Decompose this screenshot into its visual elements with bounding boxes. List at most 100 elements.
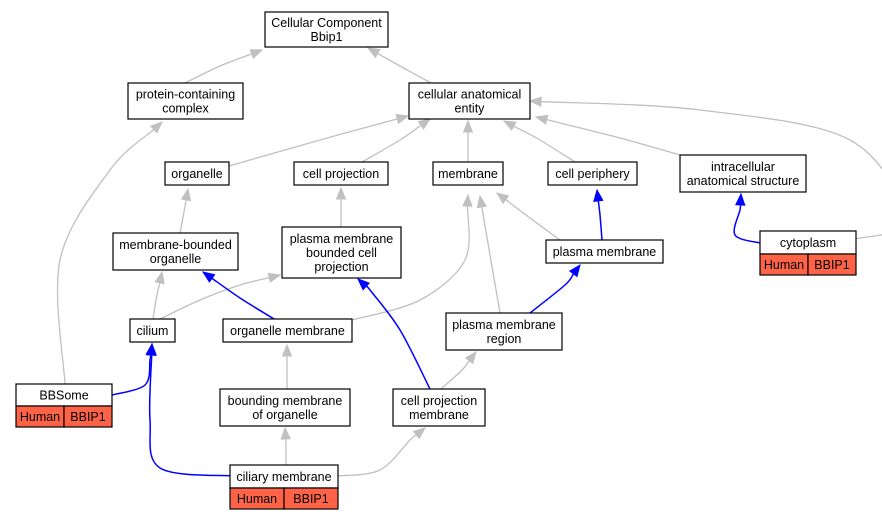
node-label-line: cytoplasm	[780, 236, 836, 250]
node-label-line: membrane	[438, 167, 498, 181]
node-label-line: cellular anatomical	[418, 88, 522, 102]
arrowhead-ciliary_membrane-to-cpm	[412, 427, 427, 440]
arrowhead-ciliary_membrane-to-bmo	[280, 426, 291, 440]
arrowhead-cpm-to-pmbcp	[357, 278, 371, 291]
arrowhead-bbsome-to-protein_complex	[149, 121, 163, 134]
node-box	[392, 388, 486, 427]
node-cell-projection[interactable]: cell projection	[293, 161, 389, 186]
node-label-line: bounded cell	[306, 246, 377, 260]
node-organelle[interactable]: organelle	[164, 161, 230, 186]
arrowhead-membrane-to-cae	[462, 119, 474, 133]
node-label-line: cell projection	[303, 167, 379, 181]
edge-organelle_membrane-to-mbo	[211, 277, 275, 320]
node-label-line: bounding membrane	[228, 394, 343, 408]
node-bbsome[interactable]: BBSome	[15, 383, 113, 407]
edge-pmr-to-plasma_membrane	[529, 273, 575, 314]
annotation-tag: Human BBIP1	[15, 405, 113, 428]
node-box	[129, 318, 176, 343]
annotation-species-label: Human	[20, 410, 60, 424]
edge-plasma_membrane-to-cell_periphery	[597, 200, 603, 241]
node-box	[281, 226, 402, 279]
node-box	[445, 312, 563, 351]
arrowhead-plasma_membrane-to-cell_periphery	[593, 188, 604, 203]
node-organelle-membrane[interactable]: organelle membrane	[222, 318, 353, 343]
edge-plasma_membrane-to-membrane	[505, 199, 561, 241]
arrowhead-organelle_membrane-to-membrane	[462, 193, 473, 207]
node-cytoplasm[interactable]: cytoplasm	[759, 230, 857, 255]
node-box	[432, 161, 504, 186]
edge-mbo-to-organelle	[179, 199, 187, 234]
arrowhead-cytoplasm-to-ias	[735, 192, 746, 206]
node-label-line: organelle membrane	[230, 324, 345, 338]
edge-cell_periphery-to-cae	[513, 125, 576, 163]
node-box	[408, 82, 531, 120]
node-label-line: plasma membrane	[553, 245, 657, 259]
node-label-line: plasma membrane	[290, 232, 394, 246]
arrowhead-pmr-to-plasma_membrane	[568, 263, 581, 278]
arrowhead-cell_periphery-to-cae	[502, 120, 517, 132]
node-label-line: intracellular	[711, 160, 775, 174]
node-label-line: organelle	[150, 252, 201, 266]
annotation-gene-label: BBIP1	[814, 258, 849, 272]
annotation-gene-label: BBIP1	[293, 492, 328, 506]
node-ciliary-membrane[interactable]: ciliary membrane	[229, 464, 339, 489]
edges-layer	[56, 47, 882, 477]
node-cilium[interactable]: cilium	[129, 318, 176, 343]
arrowhead-mbo-to-organelle	[180, 187, 192, 202]
arrowhead-ciliary_membrane-to-cilium	[146, 342, 157, 356]
arrowhead-cell_projection-to-cae	[417, 118, 432, 130]
node-box	[547, 161, 638, 186]
annotation-gene-cell	[63, 405, 113, 428]
annotation-gene-cell	[807, 253, 857, 276]
node-label-line: of organelle	[252, 408, 317, 422]
node-label-line: complex	[162, 102, 209, 116]
node-cell-periphery[interactable]: cell periphery	[547, 161, 638, 186]
node-label-line: organelle	[171, 167, 222, 181]
arrowhead-protein_complex-to-root	[249, 49, 264, 59]
node-box	[112, 232, 239, 271]
node-label-line: projection	[314, 260, 368, 274]
node-label-line: cell periphery	[555, 167, 630, 181]
edge-cytoplasm-to-ias	[733, 204, 761, 244]
node-label-line: cell projection	[401, 394, 477, 408]
edge-ciliary_membrane-to-cilium	[148, 354, 237, 477]
node-box	[679, 154, 807, 193]
edge-organelle_membrane-to-membrane	[351, 205, 470, 321]
node-box	[222, 318, 353, 343]
edge-cilium-to-pmbcp	[159, 277, 270, 320]
node-plasma-membrane[interactable]: plasma membrane	[545, 239, 664, 264]
edge-cytoplasm-to-cae	[540, 100, 882, 240]
node-label-line: BBSome	[39, 389, 88, 403]
annotation-gene-cell	[283, 487, 339, 510]
node-label-line: plasma membrane	[452, 318, 556, 332]
edge-ciliary_membrane-to-cpm	[337, 434, 417, 477]
arrowhead-plasma_membrane-to-membrane	[495, 192, 510, 205]
node-label-line: ciliary membrane	[236, 470, 331, 484]
node-box	[164, 161, 230, 186]
arrowhead-cpm-to-pmr	[464, 350, 477, 365]
edge-bbsome-to-cilium	[111, 354, 152, 396]
arrowhead-cilium-to-mbo	[154, 270, 165, 285]
annotation-gene-label: BBIP1	[70, 410, 105, 424]
arrowhead-organelle-to-cae	[395, 113, 410, 125]
node-label-line: cilium	[137, 324, 169, 338]
edge-cpm-to-pmbcp	[365, 284, 431, 390]
edge-cilium-to-mbo	[152, 282, 161, 320]
arrowhead-pmbcp-to-cell_projection	[335, 186, 347, 200]
node-label-line: anatomical structure	[687, 174, 800, 188]
arrowhead-pmr-to-membrane	[476, 194, 488, 209]
node-box	[293, 161, 389, 186]
node-label-line: entity	[455, 102, 486, 116]
node-membrane[interactable]: membrane	[432, 161, 504, 186]
